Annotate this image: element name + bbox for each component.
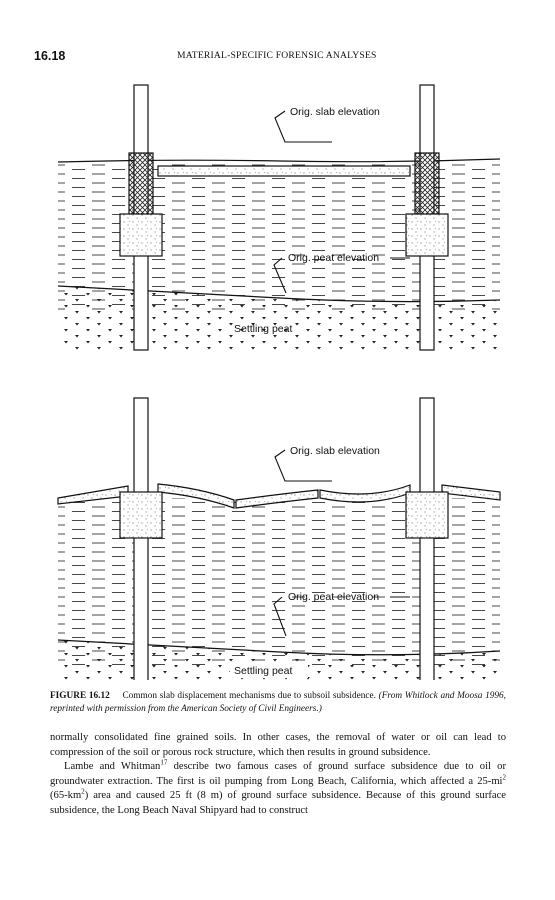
text-span: Lambe and Whitman bbox=[64, 761, 161, 773]
settling-label-backdrop bbox=[230, 662, 308, 678]
panel-bottom: Orig. slab elevation Orig. peat elevatio… bbox=[57, 397, 501, 680]
slab-leader bbox=[274, 110, 332, 143]
paragraph: Lambe and Whitman17 describe two famous … bbox=[50, 758, 507, 818]
left-pile-cap bbox=[119, 213, 163, 257]
left-pile bbox=[133, 397, 149, 680]
panel-top: Orig. slab elevation Orig. peat elevatio… bbox=[57, 84, 501, 351]
figure-number: FIGURE 16.12 bbox=[50, 691, 110, 701]
right-pile-cap bbox=[405, 213, 449, 257]
floor-slab-left bbox=[157, 483, 235, 509]
left-pile-cap bbox=[119, 491, 163, 539]
ground-slab-right bbox=[441, 484, 501, 501]
floor-slab-middle bbox=[235, 489, 319, 509]
page-header: 16.18 MATERIAL-SPECIFIC FORENSIC ANALYSE… bbox=[34, 49, 521, 65]
floor-slab bbox=[157, 165, 411, 177]
right-grade-beam bbox=[414, 152, 440, 216]
caption-credit: (From Whitlock and Moosa 1996, reprinted… bbox=[50, 691, 506, 714]
settling-peat-label: Settling peat bbox=[234, 665, 292, 677]
running-head: MATERIAL-SPECIFIC FORENSIC ANALYSES bbox=[177, 50, 377, 61]
settling-peat-label: Settling peat bbox=[234, 323, 292, 335]
peat-elevation-label: Orig. peat elevation bbox=[288, 591, 379, 603]
peat-layer bbox=[58, 640, 500, 680]
paragraph: normally consolidated fine grained soils… bbox=[50, 732, 506, 758]
body-text: normally consolidated fine grained soils… bbox=[50, 731, 506, 819]
superscript: 2 bbox=[81, 787, 85, 796]
caption-text: Common slab displacement mechanisms due … bbox=[122, 691, 376, 701]
figure-caption: FIGURE 16.12 Common slab displacement me… bbox=[50, 690, 506, 715]
right-pile bbox=[419, 397, 435, 680]
text-span: describe two famous cases of ground surf… bbox=[50, 761, 506, 787]
superscript: 2 bbox=[502, 773, 507, 782]
text-span: ) area and caused 25 ft (8 m) of ground … bbox=[50, 790, 506, 816]
text-span: (65-km bbox=[50, 790, 82, 802]
slab-elevation-label: Orig. slab elevation bbox=[290, 106, 380, 118]
left-grade-beam bbox=[128, 152, 154, 216]
peat-leader bbox=[273, 257, 287, 294]
figure-16-12: Orig. slab elevation Orig. peat elevatio… bbox=[57, 84, 501, 680]
peat-leader bbox=[273, 596, 287, 637]
right-pile-cap bbox=[405, 491, 449, 539]
slab-leader bbox=[274, 449, 332, 482]
page-number: 16.18 bbox=[34, 49, 66, 63]
reference-superscript: 17 bbox=[160, 758, 168, 767]
peat-elevation-label: Orig. peat elevation bbox=[288, 252, 379, 264]
slab-elevation-label: Orig. slab elevation bbox=[290, 445, 380, 457]
